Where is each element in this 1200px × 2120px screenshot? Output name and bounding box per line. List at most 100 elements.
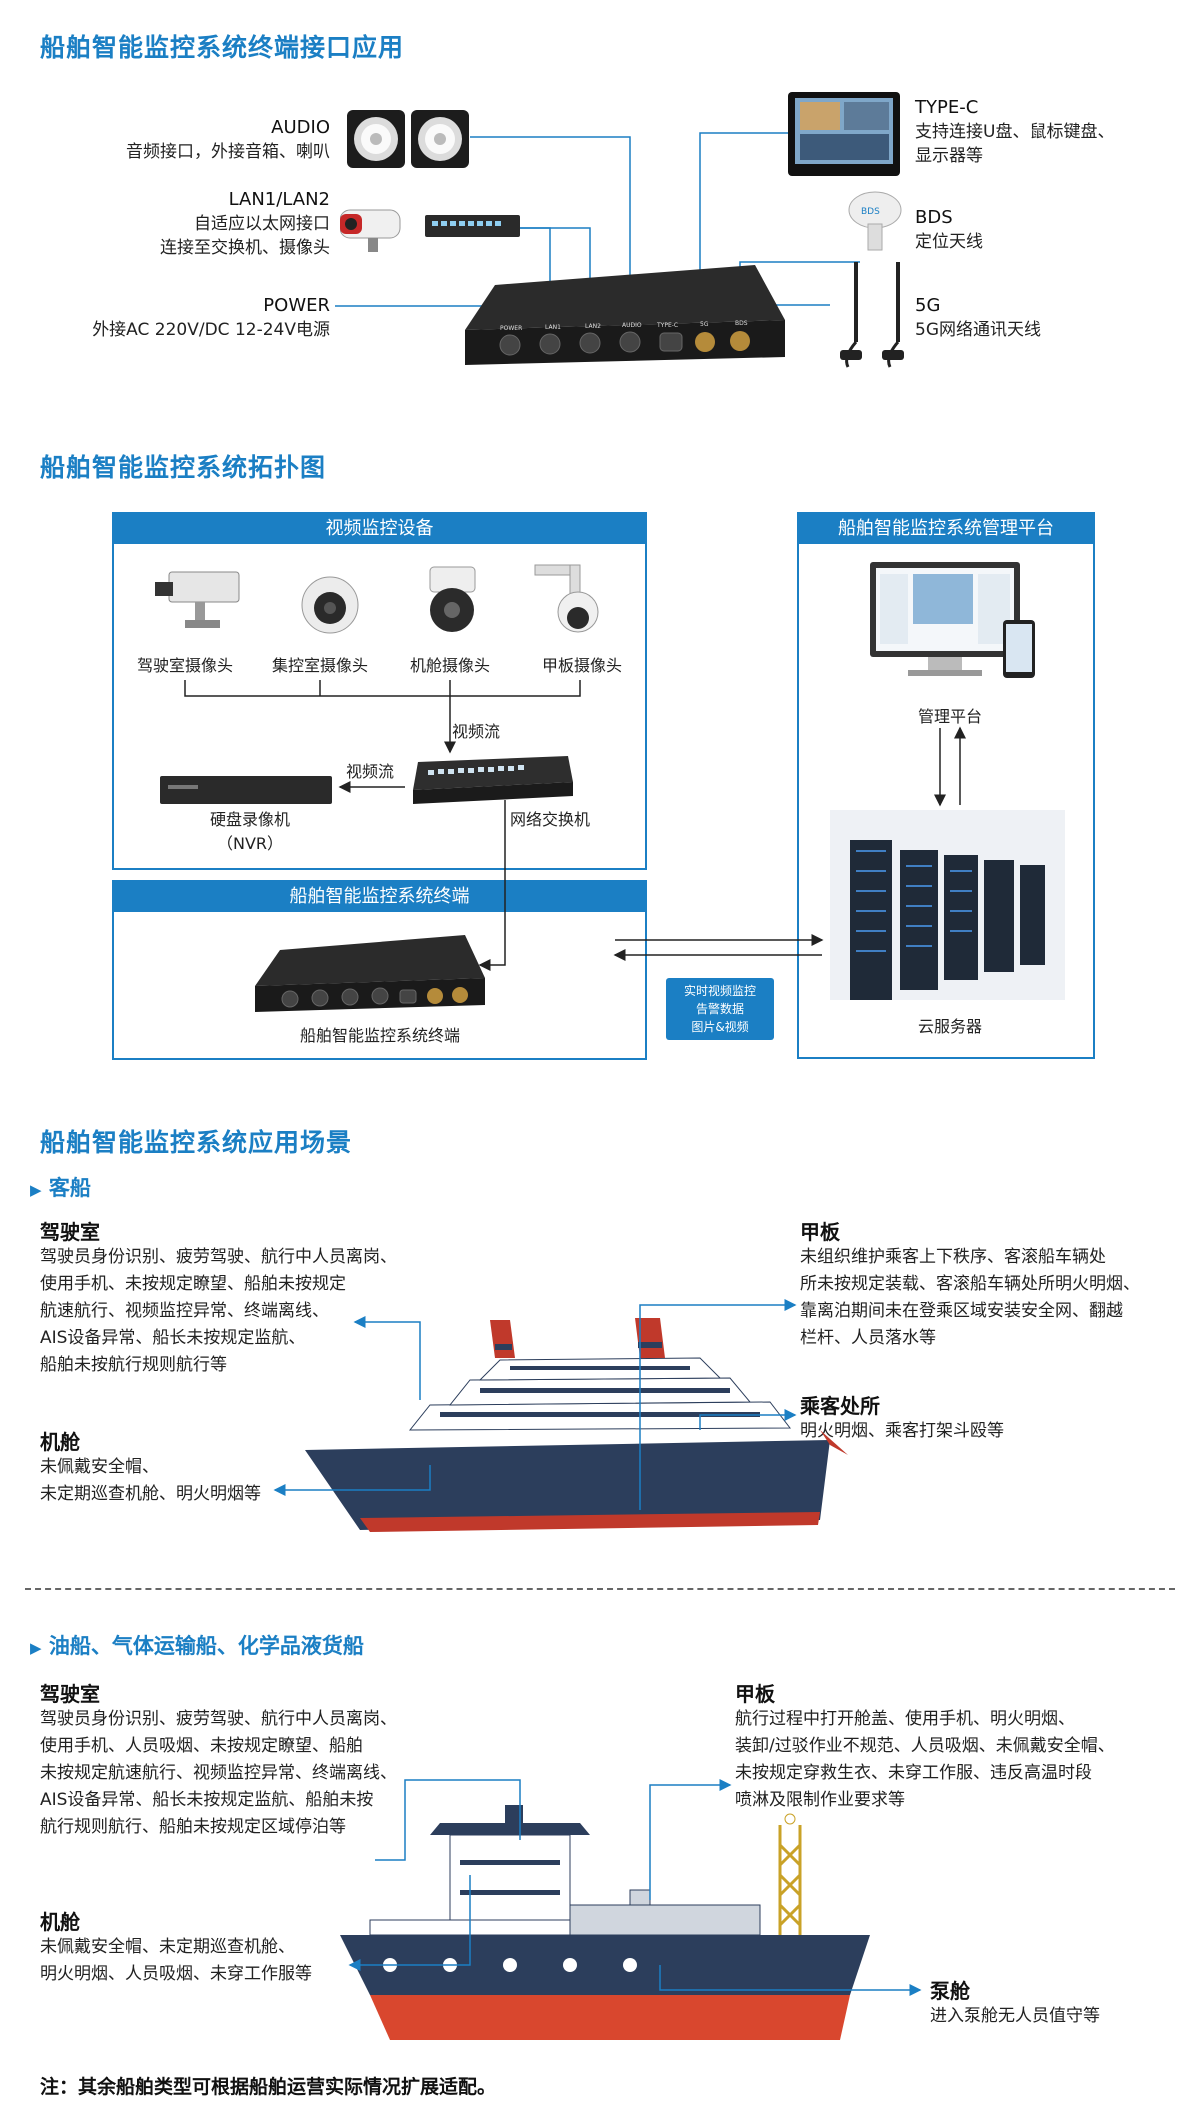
passenger-bridge-text: 驾驶员身份识别、疲劳驾驶、航行中人员离岗、 使用手机、未按规定瞭望、船舶未按规定…	[40, 1244, 460, 1379]
power-port-name: POWER	[263, 295, 330, 316]
control-room-camera-image	[301, 576, 359, 634]
port-label-lan1: LAN1	[545, 324, 561, 331]
passenger-connector-lines	[273, 1299, 797, 1510]
port-label-5g: 5G	[700, 321, 709, 328]
tanker-engine-line: 未佩戴安全帽、未定期巡查机舱、	[40, 1937, 295, 1957]
bds-port-name: BDS	[915, 207, 953, 228]
section1-title: 船舶智能监控系统终端接口应用	[40, 33, 405, 62]
video-stream-label-2: 视频流	[346, 762, 395, 781]
passenger-pax-text: 明火明烟、乘客打架斗殴等	[800, 1418, 1004, 1445]
passenger-engine-text: 未佩戴安全帽、 未定期巡查机舱、明火明烟等	[40, 1454, 340, 1508]
tanker-engine-line: 明火明烟、人员吸烟、未穿工作服等	[40, 1964, 312, 1984]
engine-room-camera-image	[429, 566, 476, 632]
nvr-label: 硬盘录像机	[209, 810, 290, 829]
passenger-pax-line: 明火明烟、乘客打架斗殴等	[800, 1421, 1004, 1441]
tanker-deck-line: 喷淋及限制作业要求等	[735, 1790, 905, 1810]
triangle-icon: ▶	[30, 1639, 42, 1657]
passenger-deck-line: 未组织维护乘客上下秩序、客滚船车辆处	[800, 1247, 1106, 1267]
lan-port-desc1: 自适应以太网接口	[194, 214, 330, 234]
badge-line-alarm: 告警数据	[695, 1002, 744, 1016]
passenger-engine-line: 未定期巡查机舱、明火明烟等	[40, 1484, 261, 1504]
tanker-deck-line: 未按规定穿救生衣、未穿工作服、违反高温时段	[735, 1763, 1092, 1783]
tanker-connector-lines	[348, 1779, 922, 1996]
tanker-deck-line: 航行过程中打开舱盖、使用手机、明火明烟、	[735, 1709, 1075, 1729]
tanker-deck-text: 航行过程中打开舱盖、使用手机、明火明烟、 装卸/过驳作业不规范、人员吸烟、未佩戴…	[735, 1706, 1190, 1814]
passenger-deck-line: 所未按规定装载、客滚船车辆处所明火明烟、	[800, 1274, 1140, 1294]
passenger-bridge-line: 驾驶员身份识别、疲劳驾驶、航行中人员离岗、	[40, 1247, 397, 1267]
network-switch-image	[413, 756, 573, 804]
audio-port-name: AUDIO	[271, 117, 330, 138]
switch-label: 网络交换机	[510, 810, 591, 829]
passenger-deck-line: 栏杆、人员落水等	[800, 1328, 936, 1348]
deck-camera-image	[534, 564, 599, 633]
tanker-bridge-line: AIS设备异常、船长未按规定监航、船舶未按	[40, 1790, 374, 1810]
terminal-caption: 船舶智能监控系统终端	[299, 1026, 460, 1045]
server-label: 云服务器	[917, 1017, 982, 1036]
footer-note: 注：其余船舶类型可根据船舶运营实际情况扩展适配。	[40, 2076, 497, 2098]
tanker-bridge-text: 驾驶员身份识别、疲劳驾驶、航行中人员离岗、 使用手机、人员吸烟、未按规定瞭望、船…	[40, 1706, 480, 1841]
tanker-bridge-title: 驾驶室	[40, 1682, 100, 1706]
section-divider	[25, 1588, 1175, 1590]
badge-line-media: 图片&视频	[691, 1020, 749, 1034]
platform-box-title: 船舶智能监控系统管理平台	[799, 514, 1093, 544]
tanker-pump-line: 进入泵舱无人员值守等	[930, 2006, 1100, 2026]
bds-antenna-image: BDS	[848, 191, 902, 251]
passenger-deck-text: 未组织维护乘客上下秩序、客滚船车辆处 所未按规定装载、客滚船车辆处所明火明烟、 …	[800, 1244, 1200, 1352]
lan-port-name: LAN1/LAN2	[228, 189, 330, 210]
tanker-deck-title: 甲板	[735, 1682, 775, 1706]
passenger-pax-title: 乘客处所	[800, 1394, 880, 1418]
tanker-pump-text: 进入泵舱无人员值守等	[930, 2003, 1100, 2030]
monitor-image	[788, 92, 900, 176]
passenger-deck-line: 靠离泊期间未在登乘区域安装安全网、翻越	[800, 1301, 1123, 1321]
audio-port-desc: 音频接口，外接音箱、喇叭	[126, 142, 330, 162]
passenger-bridge-line: 船舶未按航行规则航行等	[40, 1355, 227, 1375]
camera-label-engine-room: 机舱摄像头	[409, 656, 490, 675]
nvr-image	[160, 776, 332, 804]
passenger-heading-text: 客船	[48, 1176, 91, 1200]
nvr-label-sub: （NVR）	[216, 834, 284, 853]
port-label-bds: BDS	[735, 320, 748, 327]
triangle-icon: ▶	[30, 1181, 42, 1199]
typec-port-name: TYPE-C	[915, 97, 979, 118]
passenger-deck-title: 甲板	[800, 1220, 840, 1244]
power-port-desc: 外接AC 220V/DC 12-24V电源	[92, 320, 330, 340]
lan-port-desc2: 连接至交换机、摄像头	[160, 238, 330, 258]
cloud-server-image	[830, 810, 1065, 1000]
tanker-engine-title: 机舱	[40, 1910, 80, 1934]
typec-port-desc1: 支持连接U盘、鼠标键盘、	[915, 122, 1115, 142]
terminal-device-image: POWER LAN1 LAN2 AUDIO TYPE-C 5G BDS	[465, 265, 785, 365]
video-stream-label-1: 视频流	[452, 722, 501, 741]
passenger-ship-image	[305, 1318, 848, 1532]
fiveg-antenna-image	[840, 262, 904, 368]
tanker-heading-text: 油船、气体运输船、化学品液货船	[48, 1634, 364, 1658]
bds-brand-label: BDS	[861, 207, 880, 217]
passenger-bridge-title: 驾驶室	[40, 1220, 100, 1244]
data-flow-badge: 实时视频监控 告警数据 图片&视频	[666, 978, 774, 1040]
topology-lines	[184, 680, 966, 971]
camera-label-bridge: 驾驶室摄像头	[136, 656, 233, 675]
section3-title: 船舶智能监控系统应用场景	[40, 1128, 353, 1157]
tanker-deck-line: 装卸/过驳作业不规范、人员吸烟、未佩戴安全帽、	[735, 1736, 1115, 1756]
bridge-camera-image	[155, 571, 240, 628]
platform-label: 管理平台	[917, 707, 982, 726]
typec-port-desc2: 显示器等	[915, 146, 983, 166]
port-label-lan2: LAN2	[585, 323, 601, 330]
management-platform-image	[870, 562, 1035, 678]
port-label-audio: AUDIO	[622, 322, 642, 329]
bds-port-desc: 定位天线	[915, 232, 983, 252]
fiveg-port-desc: 5G网络通讯天线	[915, 320, 1041, 340]
passenger-heading: ▶ 客船	[30, 1172, 91, 1202]
tanker-engine-text: 未佩戴安全帽、未定期巡查机舱、 明火明烟、人员吸烟、未穿工作服等	[40, 1934, 370, 1988]
tanker-heading: ▶ 油船、气体运输船、化学品液货船	[30, 1630, 364, 1660]
passenger-bridge-line: 使用手机、未按规定瞭望、船舶未按规定	[40, 1274, 346, 1294]
tanker-bridge-line: 使用手机、人员吸烟、未按规定瞭望、船舶	[40, 1736, 363, 1756]
fiveg-port-name: 5G	[915, 295, 941, 316]
terminal-box: 船舶智能监控系统终端	[112, 880, 647, 1060]
tanker-bridge-line: 航行规则航行、船舶未按规定区域停泊等	[40, 1817, 346, 1837]
port-label-power: POWER	[500, 325, 522, 332]
passenger-engine-line: 未佩戴安全帽、	[40, 1457, 159, 1477]
camera-label-control-room: 集控室摄像头	[271, 656, 368, 675]
video-box-title: 视频监控设备	[114, 514, 645, 544]
badge-line-video: 实时视频监控	[683, 984, 756, 998]
camera-label-deck: 甲板摄像头	[541, 656, 622, 675]
